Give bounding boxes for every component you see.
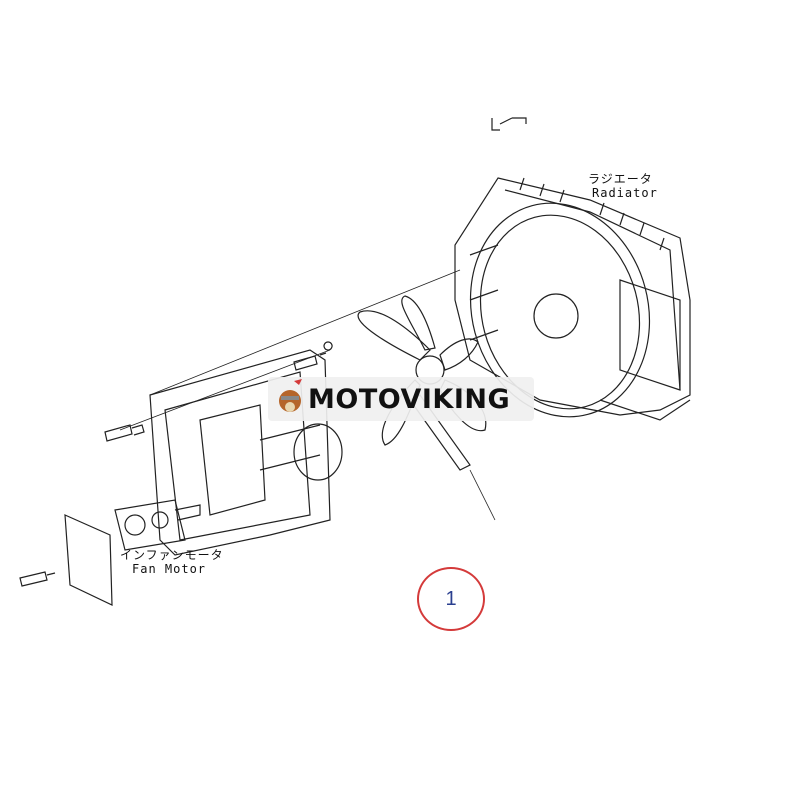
bolts [19, 341, 333, 587]
fan-motor-label-en: Fan Motor [132, 562, 207, 576]
part-callout[interactable]: 1 [417, 567, 485, 631]
spacer-ring [293, 423, 343, 481]
motor-plate [64, 514, 113, 606]
callout-number: 1 [445, 587, 457, 610]
top-bracket [491, 117, 527, 131]
viking-logo-icon [279, 379, 302, 412]
fan-frame [149, 349, 331, 556]
radiator [454, 177, 691, 421]
fan-motor-label-jp: インファンモータ [120, 548, 224, 562]
radiator-label-en: Radiator [592, 186, 658, 200]
watermark-text: MOTOVIKING [308, 383, 511, 415]
watermark: MOTOVIKING [268, 377, 534, 421]
fan-motor [114, 499, 201, 551]
radiator-label-jp: ラジエータ [588, 172, 653, 186]
